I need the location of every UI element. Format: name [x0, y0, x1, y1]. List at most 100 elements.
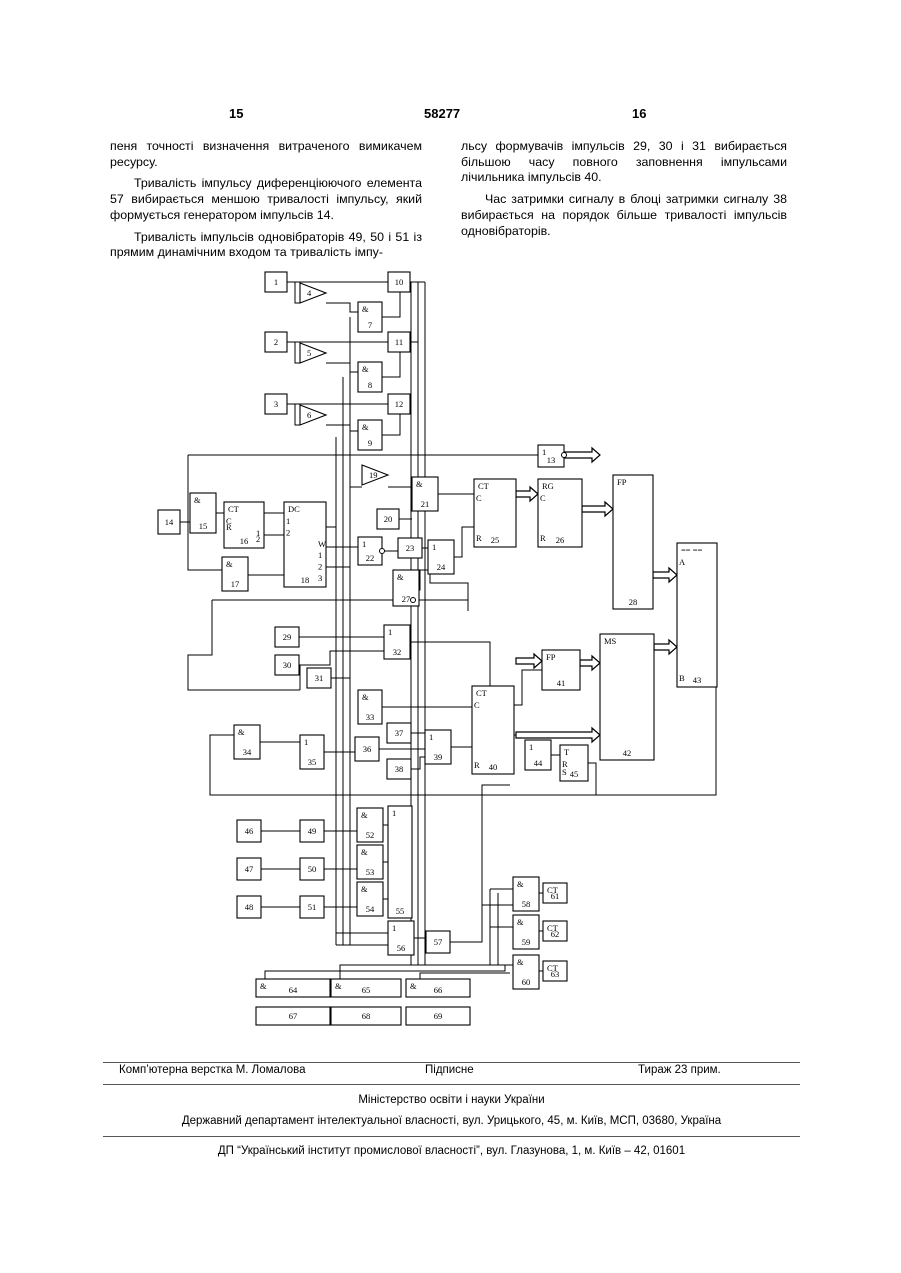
- block-number: 50: [308, 864, 317, 874]
- block-number: 11: [395, 337, 403, 347]
- block-symbol: &: [260, 981, 267, 991]
- block-symbol: FP: [546, 652, 556, 662]
- pin-label: W: [318, 539, 326, 549]
- block-number: 3: [274, 399, 278, 409]
- block-49: 49: [300, 820, 324, 842]
- block-number: 53: [366, 867, 375, 877]
- block-symbol: RG: [542, 481, 554, 491]
- block-number: 31: [315, 673, 324, 683]
- block-61: CT61: [543, 883, 567, 903]
- amplifier-6: 6: [300, 405, 326, 425]
- block-symbol: &: [362, 692, 369, 702]
- inverter-dot: [411, 598, 416, 603]
- block-number: 18: [301, 575, 310, 585]
- block-symbol: &: [517, 917, 524, 927]
- signed-label: Підписне: [425, 1064, 474, 1076]
- block-48: 48: [237, 896, 261, 918]
- block-symbol: 1: [432, 542, 436, 552]
- amplifier-4: 4: [300, 283, 326, 303]
- block-symbol: CT: [478, 481, 490, 491]
- block-symbol: 1: [304, 737, 308, 747]
- block-number: 32: [393, 647, 402, 657]
- block-symbol: MS: [604, 636, 617, 646]
- pin-label: C: [474, 700, 480, 710]
- block-number: 27: [402, 594, 411, 604]
- block-symbol: &: [194, 495, 201, 505]
- pin-label: 3: [318, 573, 322, 583]
- block-44: 144: [525, 740, 551, 770]
- department-line: Державний департамент інтелектуальної вл…: [103, 1115, 800, 1127]
- institute-line: ДП “Український інститут промислової вла…: [103, 1145, 800, 1157]
- block-number: 69: [434, 1011, 443, 1021]
- page-number-left: 15: [229, 106, 243, 121]
- block-symbol: == ==: [681, 545, 703, 555]
- block-46: 46: [237, 820, 261, 842]
- block-number: 66: [434, 985, 443, 995]
- divider: [103, 1136, 800, 1137]
- divider: [103, 1062, 800, 1063]
- block-67: 67: [256, 1007, 330, 1025]
- block-number: 24: [437, 562, 446, 572]
- block-symbol: CT: [476, 688, 488, 698]
- pin-label: C: [476, 493, 482, 503]
- block-28: FP28: [613, 475, 653, 609]
- block-number: 34: [243, 747, 252, 757]
- block-59: & 59: [513, 915, 539, 949]
- block-26: RG26CR: [538, 479, 582, 547]
- block-symbol: 1: [388, 627, 392, 637]
- block-53: &53: [357, 845, 383, 879]
- block-38: 38: [387, 759, 411, 779]
- block-40: CT40CR: [472, 686, 514, 774]
- block-11: 11: [388, 332, 410, 352]
- block-number: 48: [245, 902, 254, 912]
- pin-label: C: [540, 493, 546, 503]
- block-58: &58: [513, 877, 539, 911]
- block-number: 22: [366, 553, 375, 563]
- block-number: 55: [396, 906, 405, 916]
- block-number: 14: [165, 517, 174, 527]
- block-number: 21: [421, 499, 430, 509]
- block-symbol: 1: [529, 742, 533, 752]
- block-symbol: &: [226, 559, 233, 569]
- block-symbol: &: [362, 304, 369, 314]
- block-number: 65: [362, 985, 371, 995]
- block-14: 14: [158, 510, 180, 534]
- inverter-dot: [562, 453, 567, 458]
- block-number: 39: [434, 752, 443, 762]
- block-number: 64: [289, 985, 298, 995]
- block-number: 36: [363, 744, 372, 754]
- block-60: &60: [513, 955, 539, 989]
- pin-label: B: [679, 673, 685, 683]
- block-16: CT16CR12: [224, 502, 264, 548]
- block-number: 28: [629, 597, 638, 607]
- block-number: 35: [308, 757, 317, 767]
- amplifier-number: 5: [307, 348, 311, 358]
- block-number: 51: [308, 902, 317, 912]
- block-symbol: 1: [542, 447, 546, 457]
- paragraph: Тривалість імпульсу диференціюючого елем…: [110, 176, 422, 223]
- block-55: 155: [388, 806, 412, 918]
- block-12: 12: [388, 394, 410, 414]
- block-66: &66: [406, 979, 470, 997]
- block-number: 49: [308, 826, 317, 836]
- block-number: 30: [283, 660, 292, 670]
- block-number: 44: [534, 758, 543, 768]
- block-number: 29: [283, 632, 292, 642]
- block-54: &54: [357, 882, 383, 916]
- pin-label: S: [562, 767, 567, 777]
- inverter-dot: [380, 549, 385, 554]
- block-20: 20: [377, 509, 399, 529]
- block-9: &9: [358, 420, 382, 450]
- block-21: &21: [412, 477, 438, 511]
- block-number: 26: [556, 535, 565, 545]
- amplifier-number: 19: [369, 470, 378, 480]
- block-number: 15: [199, 521, 208, 531]
- block-symbol: &: [397, 572, 404, 582]
- block-number: 52: [366, 830, 375, 840]
- block-number: 2: [274, 337, 278, 347]
- block-number: 59: [522, 937, 531, 947]
- block-symbol: 1: [429, 732, 433, 742]
- block-number: 61: [551, 891, 560, 901]
- block-symbol: &: [361, 884, 368, 894]
- block-8: &8: [358, 362, 382, 392]
